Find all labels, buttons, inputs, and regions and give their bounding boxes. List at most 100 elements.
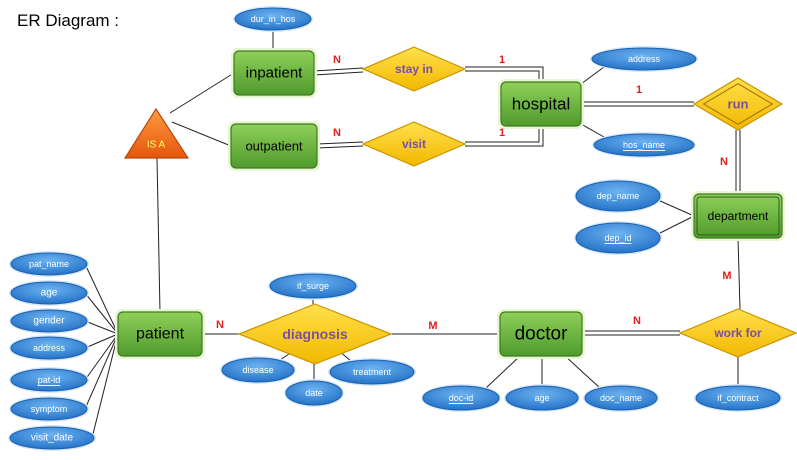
attribute-address-h [590, 46, 698, 72]
connector-hos-name [580, 123, 605, 138]
relationship-run [692, 77, 784, 131]
entity-box [693, 193, 783, 239]
attribute-if-contract [694, 384, 782, 412]
connector-gender [84, 320, 119, 335]
attribute-ellipse [10, 281, 88, 305]
attribute-label-pat-id: pat-id [38, 375, 61, 385]
connector-stay-in-hospital [465, 70, 540, 82]
connector-symptom [84, 333, 119, 410]
connector-stay-in-hospital [465, 66, 544, 82]
attribute-ellipse [10, 309, 88, 333]
relationship-label-stay-in: stay in [395, 62, 433, 76]
relationship-work-for [678, 308, 797, 358]
attribute-ellipse [422, 385, 500, 411]
connector-doc-id [485, 355, 521, 389]
entity-label-inpatient: inpatient [246, 65, 304, 82]
attribute-disease [220, 356, 296, 384]
attribute-dep-id [574, 221, 662, 255]
attribute-ellipse [10, 336, 88, 360]
entity-patient [115, 309, 205, 359]
attribute-age-d [504, 384, 580, 412]
attribute-doc-name [583, 384, 659, 412]
attribute-if-surge [268, 272, 358, 300]
cardinality-c-inpatient-stay: N [333, 54, 341, 66]
relationship-diamond [361, 121, 467, 167]
entity-box [499, 311, 583, 357]
cardinality-c-department-work: M [722, 270, 731, 282]
attribute-ellipse [593, 133, 695, 157]
cardinality-c-outpatient-visit: N [333, 127, 341, 139]
attribute-ellipse [10, 252, 88, 276]
entity-box [230, 123, 318, 169]
attribute-dur-in-hos [233, 6, 313, 32]
attribute-visit-date [8, 425, 96, 451]
connector-isa-outpatient [171, 121, 232, 147]
attribute-ellipse [269, 273, 357, 299]
entity-label-hospital: hospital [512, 95, 571, 114]
connector-address-p [84, 333, 119, 349]
relationship-label-work-for: work for [713, 326, 762, 340]
entity-box [233, 50, 315, 96]
attribute-dep-name [574, 179, 662, 213]
entity-outpatient [228, 121, 320, 171]
entity-doctor [497, 309, 585, 359]
connector-outpatient-visit [316, 141, 363, 145]
attribute-label-dep-name: dep_name [597, 191, 640, 201]
attribute-label-doc-id: doc-id [449, 393, 474, 403]
diagram-title: ER Diagram : [17, 11, 120, 30]
connector-isa-patient [156, 157, 161, 313]
attribute-ellipse [285, 380, 343, 406]
attribute-ellipse [575, 180, 661, 212]
connector-department-work-for [737, 237, 741, 310]
cardinality-c-visit-hospital: 1 [499, 127, 505, 139]
relationship-visit [361, 121, 467, 167]
attribute-label-disease: disease [242, 365, 273, 375]
attribute-ellipse [591, 47, 697, 71]
isa-shape [123, 107, 190, 159]
attribute-label-doc-name: doc_name [600, 393, 642, 403]
attribute-address-p [9, 335, 89, 361]
attribute-label-symptom: symptom [31, 404, 68, 414]
connector-age-p [84, 292, 119, 335]
attribute-ellipse [584, 385, 658, 411]
attribute-ellipse [234, 7, 312, 31]
connector-pat-id [84, 333, 119, 381]
attribute-ellipse [10, 397, 88, 421]
entity-label-department: department [708, 209, 769, 223]
relationship-diagnosis [237, 303, 393, 365]
attribute-label-dep-id: dep_id [604, 233, 631, 243]
attribute-ellipse [10, 368, 88, 392]
relationship-diamond [678, 308, 797, 358]
attribute-label-treatment: treatment [353, 367, 392, 377]
attribute-label-age-d: age [534, 393, 549, 403]
relationship-diamond [692, 77, 784, 131]
attribute-label-visit-date: visit_date [31, 433, 74, 444]
attribute-symptom [9, 396, 89, 422]
cardinality-c-patient-diag: N [216, 319, 224, 331]
attribute-age-p [9, 280, 89, 306]
relationship-diamond [237, 303, 393, 365]
entity-label-outpatient: outpatient [245, 139, 302, 154]
isa-label: IS A [147, 140, 166, 151]
connector-address-hospital [580, 66, 605, 85]
isa-triangle [123, 107, 190, 159]
entity-box [500, 81, 582, 127]
connector-outpatient-visit [317, 145, 364, 149]
attribute-ellipse [9, 426, 95, 450]
connector-doc-name [564, 355, 601, 389]
connector-isa-inpatient [169, 72, 235, 114]
cardinality-c-doctor-work: N [633, 315, 641, 327]
relationship-diamond [361, 46, 467, 92]
attribute-treatment [328, 358, 416, 386]
attribute-label-hos-name: hos_name [623, 140, 665, 150]
relationship-stay-in [361, 46, 467, 92]
relationship-label-visit: visit [402, 137, 426, 151]
attribute-label-address-h: address [628, 54, 661, 64]
connector-visit-hospital [465, 126, 544, 147]
attribute-label-date: date [305, 388, 323, 398]
attribute-doc-id [421, 384, 501, 412]
attribute-date [284, 379, 344, 407]
entity-inner-border [696, 196, 780, 236]
attribute-ellipse [575, 222, 661, 254]
